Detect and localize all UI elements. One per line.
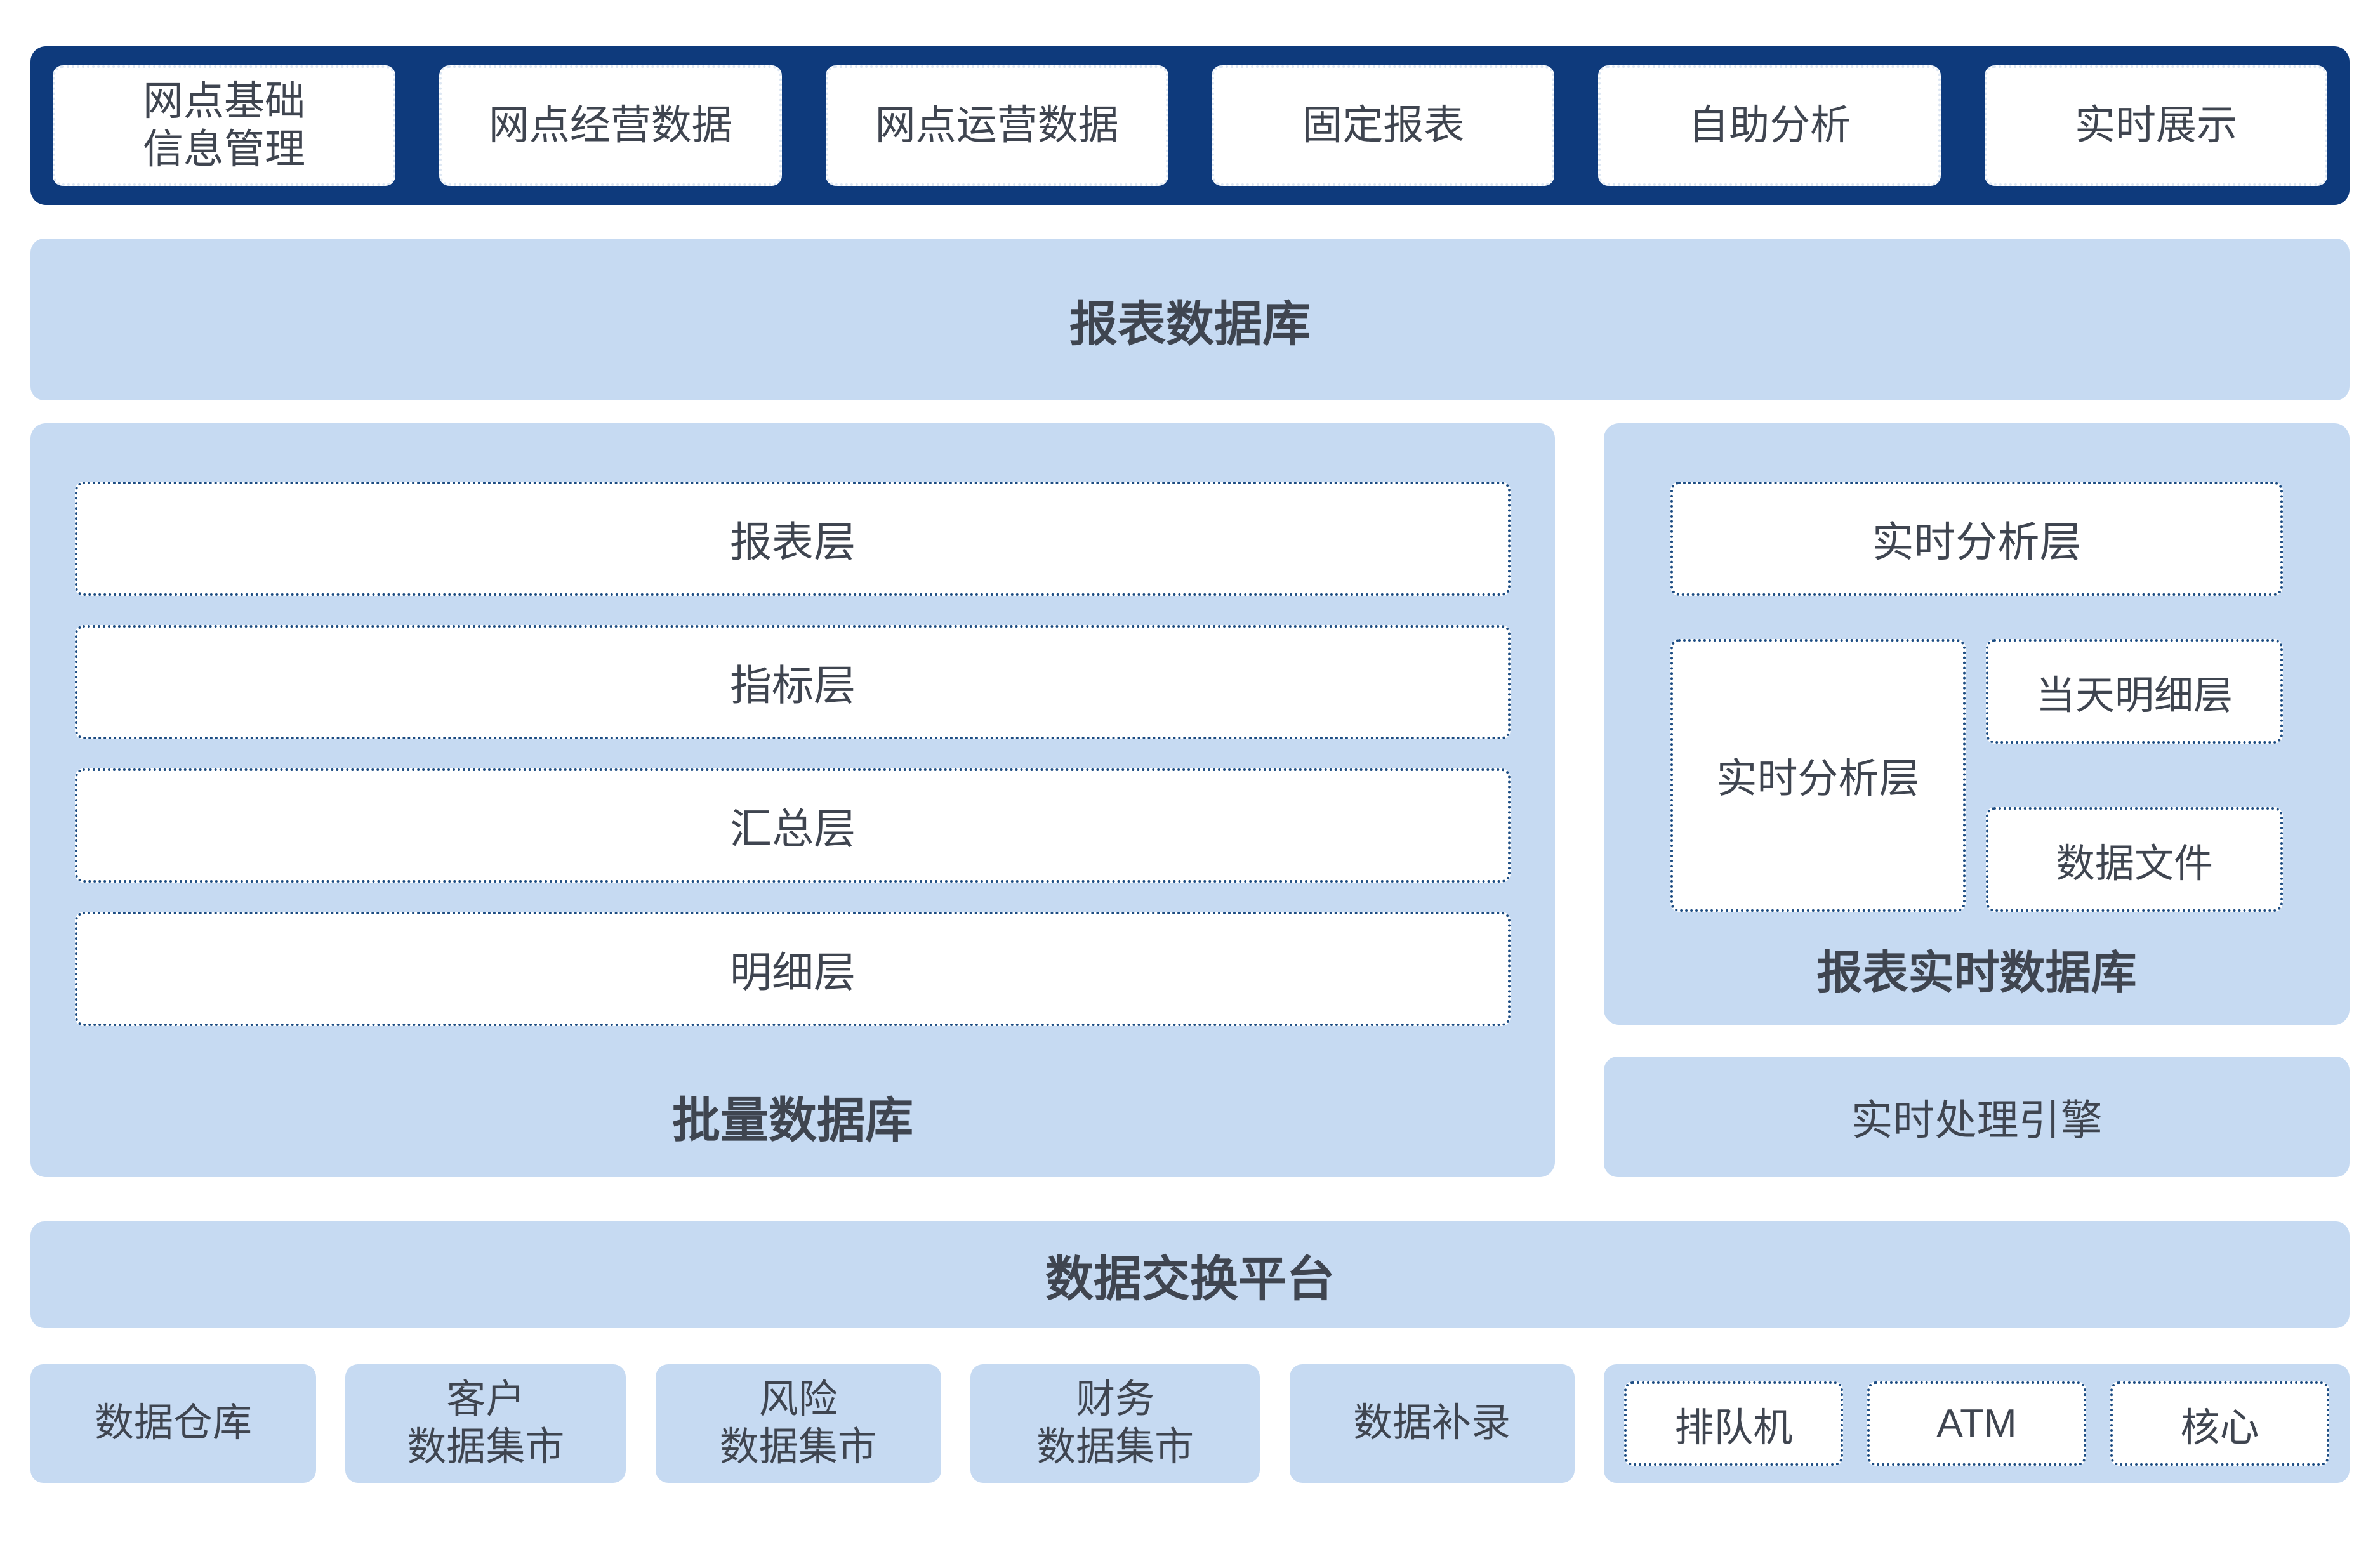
- channel-box-queue-machine: 排队机: [1623, 1381, 1843, 1466]
- layer-box-detail: 明细层: [75, 912, 1511, 1026]
- app-box-basic-info: 网点基础 信息管理: [53, 65, 395, 186]
- realtime-db-title: 报表实时数据库: [1816, 947, 2137, 999]
- layer-box-report: 报表层: [75, 482, 1511, 596]
- data-exchange-band: 数据交换平台: [30, 1221, 2350, 1328]
- realtime-sub-grid: 实时分析层 当天明细层 数据文件: [1670, 639, 2283, 912]
- realtime-analysis-left-box: 实时分析层: [1670, 639, 1966, 912]
- app-box-self-analysis: 自助分析: [1598, 65, 1941, 186]
- source-box-risk-mart: 风险 数据集市: [655, 1364, 941, 1483]
- data-file-box: 数据文件: [1986, 807, 2283, 912]
- source-box-data-supplement: 数据补录: [1289, 1364, 1575, 1483]
- realtime-column: 实时分析层 实时分析层 当天明细层 数据文件 报表实时数据库 实时处理引擎: [1604, 423, 2350, 1177]
- layer-box-indicator: 指标层: [75, 625, 1511, 739]
- source-row: 数据仓库 客户 数据集市 风险 数据集市 财务 数据集市 数据补录 排队机 AT…: [30, 1364, 2350, 1483]
- application-layer-bar: 网点基础 信息管理 网点经营数据 网点运营数据 固定报表 自助分析 实时展示: [30, 46, 2350, 205]
- channel-box-core: 核心: [2110, 1381, 2329, 1466]
- today-detail-layer-box: 当天明细层: [1986, 639, 2283, 744]
- report-db-band-label: 报表数据库: [1069, 297, 1311, 352]
- realtime-engine-band: 实时处理引擎: [1604, 1057, 2350, 1177]
- middle-row: 报表层 指标层 汇总层 明细层 批量数据库 实时分析层 实时分析层 当天明细层 …: [30, 423, 2350, 1177]
- source-box-customer-mart: 客户 数据集市: [345, 1364, 626, 1483]
- realtime-analysis-layer-box: 实时分析层: [1670, 482, 2283, 596]
- channel-container: 排队机 ATM 核心: [1603, 1364, 2350, 1483]
- source-box-data-warehouse: 数据仓库: [30, 1364, 316, 1483]
- app-box-realtime-display: 实时展示: [1984, 65, 2327, 186]
- data-exchange-band-label: 数据交换平台: [1045, 1253, 1335, 1307]
- realtime-db-container: 实时分析层 实时分析层 当天明细层 数据文件 报表实时数据库: [1604, 423, 2350, 1025]
- app-box-operating-data: 网点经营数据: [439, 65, 782, 186]
- channel-box-atm: ATM: [1867, 1381, 2086, 1466]
- realtime-sub-column: 当天明细层 数据文件: [1986, 639, 2283, 912]
- layer-box-summary: 汇总层: [75, 768, 1511, 883]
- app-box-fixed-report: 固定报表: [1212, 65, 1555, 186]
- batch-db-title: 批量数据库: [672, 1094, 913, 1148]
- report-db-band: 报表数据库: [30, 239, 2350, 400]
- source-box-finance-mart: 财务 数据集市: [970, 1364, 1260, 1483]
- batch-db-container: 报表层 指标层 汇总层 明细层 批量数据库: [30, 423, 1555, 1177]
- app-box-operation-data: 网点运营数据: [825, 65, 1168, 186]
